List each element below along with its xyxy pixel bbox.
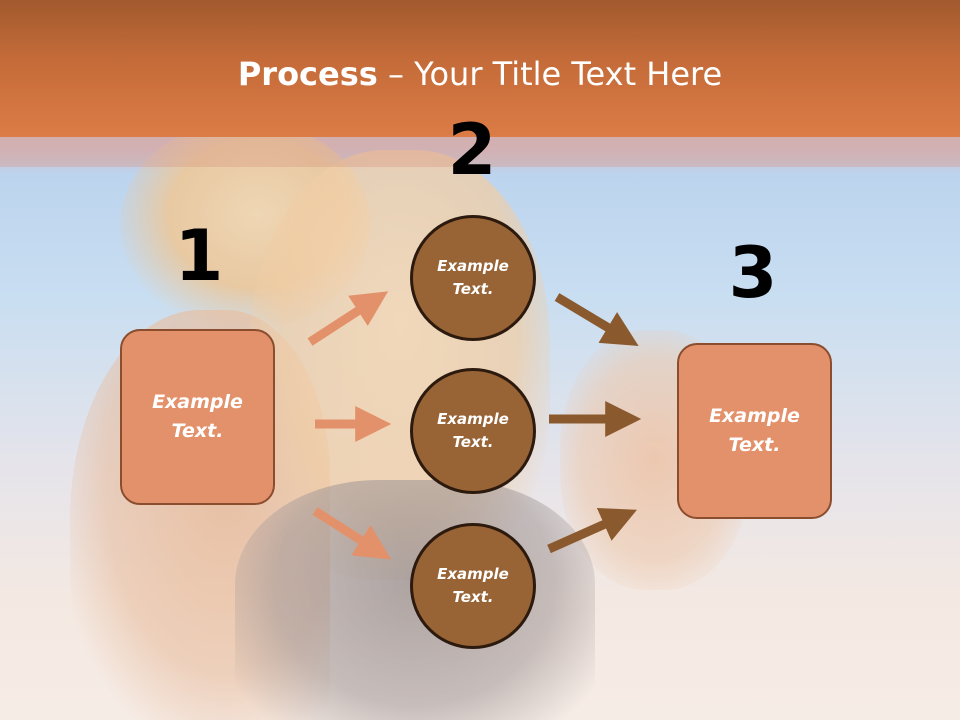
step-1-number: 1	[174, 215, 224, 297]
step-2-circle-1-label: Example Text.	[437, 257, 509, 298]
step-3-label: Example Text.	[709, 405, 800, 456]
title-rest: – Your Title Text Here	[377, 55, 723, 93]
step-2-circle-2[interactable]: Example Text.	[410, 368, 536, 494]
step-2-number: 2	[447, 109, 497, 191]
step-2-circle-3[interactable]: Example Text.	[410, 523, 536, 649]
banner-strip	[0, 137, 960, 167]
arrow-1-to-2a	[307, 291, 389, 346]
arrow-1-to-2c	[312, 507, 392, 560]
arrow-2a-to-3	[554, 293, 639, 346]
arrow-2c-to-3	[547, 507, 638, 554]
step-3-box[interactable]: Example Text.	[677, 343, 832, 519]
step-3-number: 3	[728, 232, 778, 314]
step-1-box[interactable]: Example Text.	[120, 329, 275, 505]
step-2-circle-3-label: Example Text.	[437, 565, 509, 606]
title-bold: Process	[237, 55, 378, 93]
slide-title[interactable]: Process – Your Title Text Here	[0, 52, 960, 96]
step-2-circle-2-label: Example Text.	[437, 410, 509, 451]
step-2-circle-1[interactable]: Example Text.	[410, 215, 536, 341]
title-banner	[0, 0, 960, 137]
step-1-label: Example Text.	[152, 391, 243, 442]
